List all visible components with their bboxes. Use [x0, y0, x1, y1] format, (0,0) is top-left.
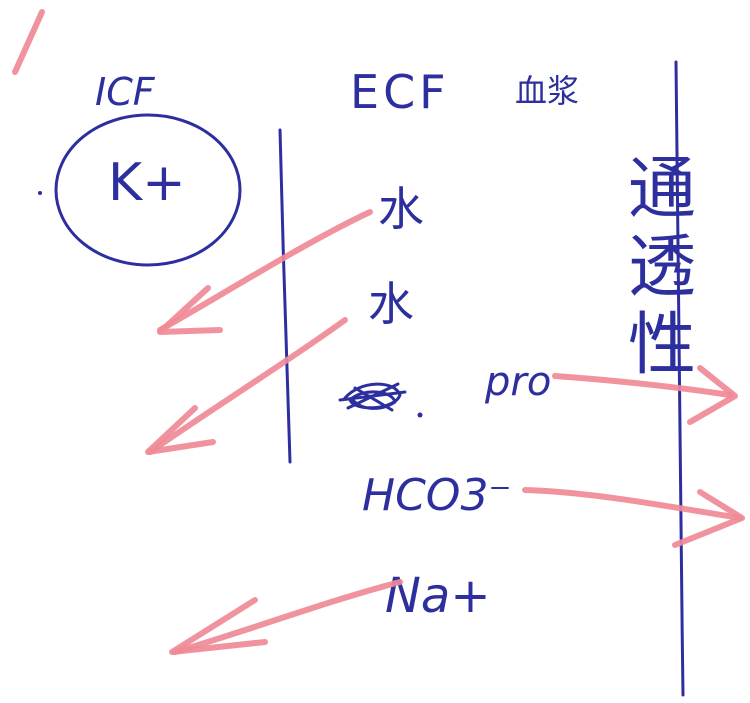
arrow-sodium: [169, 579, 403, 655]
stray-dot: [38, 191, 42, 195]
arrow-protein: [552, 365, 738, 425]
protein-label: pro: [484, 359, 551, 405]
permeability-char-1: 通: [628, 150, 696, 229]
potassium-label: K+: [108, 153, 186, 213]
ecf-heading: ECF: [350, 65, 450, 119]
scribbled-out-word: [338, 382, 423, 418]
sodium-label: Na+: [385, 568, 491, 624]
plasma-label: 血浆: [515, 72, 579, 110]
water-label-2: 水: [368, 277, 414, 331]
permeability-char-2: 透: [628, 228, 696, 307]
icf-heading: ICF: [95, 70, 156, 114]
arrow-water-1: [157, 209, 373, 335]
arrow-water-2: [145, 317, 348, 455]
arrow-bicarbonate: [522, 487, 745, 548]
bicarbonate-label: HCO3⁻: [362, 470, 512, 521]
stray-pink-mark: [12, 9, 45, 75]
capillary-wall-line: [674, 60, 685, 697]
cell-circle: [54, 113, 242, 267]
water-label-1: 水: [378, 182, 424, 236]
cell-membrane-line: [278, 128, 292, 464]
permeability-char-3: 性: [628, 306, 696, 385]
